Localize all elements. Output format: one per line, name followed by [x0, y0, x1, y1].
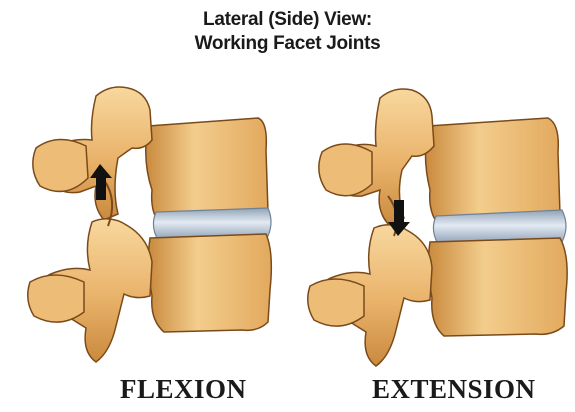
extension-lower-vertebral-body	[428, 238, 567, 336]
extension-upper-spinous-process	[319, 144, 372, 196]
extension-upper-vertebral-body	[425, 118, 560, 226]
flexion-panel	[28, 87, 272, 362]
extension-panel	[308, 89, 567, 366]
flexion-label: FLEXION	[120, 374, 247, 405]
extension-label: EXTENSION	[372, 374, 536, 405]
flexion-upper-spinous-process	[33, 139, 88, 191]
flexion-lower-spinous-process	[28, 275, 84, 322]
flexion-lower-vertebral-body	[148, 234, 271, 332]
extension-lower-spinous-process	[308, 279, 364, 326]
